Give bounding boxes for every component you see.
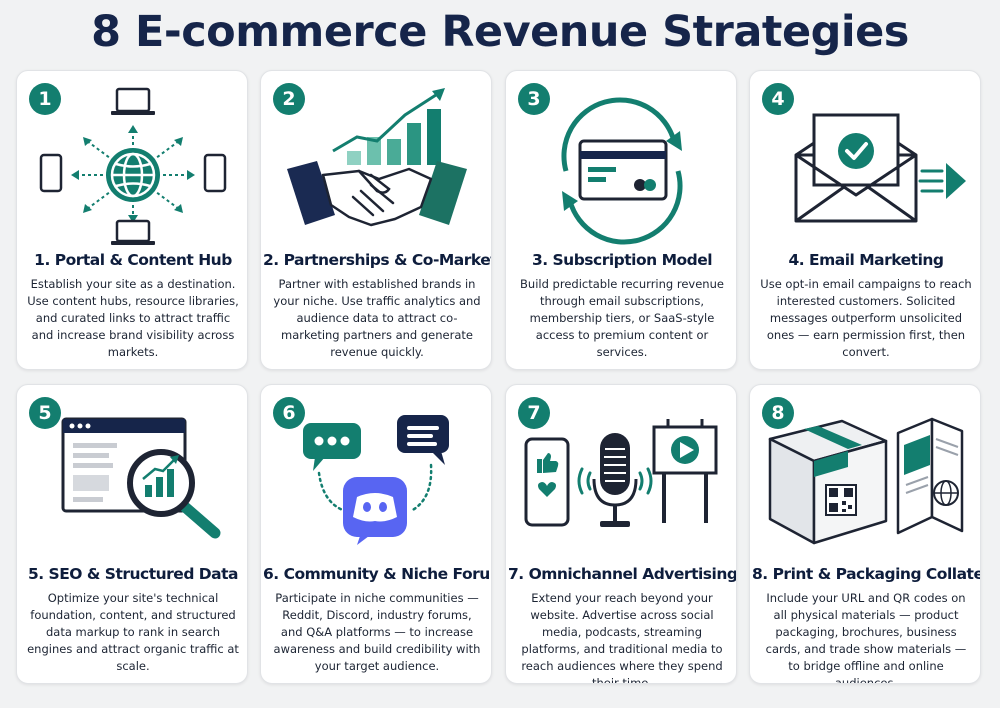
- handshake-growth-icon: [287, 88, 467, 227]
- envelope-check-icon: [794, 113, 966, 223]
- card-number-badge: 8: [762, 397, 794, 429]
- chat-bubbles-icon: [303, 415, 449, 545]
- card-number-badge: 6: [273, 397, 305, 429]
- strategy-card-print: 8 8. Print & Packaging Collateral Incl: [749, 384, 981, 684]
- strategy-card-portal: 1: [16, 70, 248, 370]
- card-description: Establish your site as a destination. Us…: [27, 277, 239, 359]
- card-title: 2. Partnerships & Co-Marketing: [263, 251, 491, 269]
- card-description: Build predictable recurring revenue thro…: [520, 277, 724, 359]
- strategy-card-seo: 5 5. SEO & Structured Data Optimize your…: [16, 384, 248, 684]
- card-number-badge: 2: [273, 83, 305, 115]
- strategy-card-subscription: 3 3. Subscription Model Build predictabl…: [505, 70, 737, 370]
- card-title: 6. Community & Niche Forums: [263, 565, 492, 583]
- strategy-card-email: 4 4. Email Marketing Use opt-in email ca…: [749, 70, 981, 370]
- card-description: Partner with established brands in your …: [273, 277, 481, 359]
- card-description: Optimize your site's technical foundatio…: [27, 591, 239, 673]
- card-number-badge: 7: [518, 397, 550, 429]
- card-title: 8. Print & Packaging Collateral: [752, 565, 981, 583]
- card-number-badge: 5: [29, 397, 61, 429]
- omnichannel-media-icon: [524, 419, 718, 527]
- box-brochure-icon: [768, 417, 964, 545]
- strategy-card-omnichannel: 7 7. Omnichannel Advertising Extend your…: [505, 384, 737, 684]
- globe-devices-icon: [39, 87, 227, 245]
- card-description: Participate in niche communities — Reddi…: [273, 591, 481, 673]
- card-title: 1. Portal & Content Hub: [34, 251, 232, 269]
- magnifier-chart-icon: [61, 417, 221, 539]
- card-description: Use opt-in email campaigns to reach inte…: [760, 277, 972, 359]
- page-title: 8 E-commerce Revenue Strategies: [91, 7, 909, 57]
- card-description: Extend your reach beyond your website. A…: [521, 591, 723, 684]
- strategy-card-partnerships: 2 2. Partnerships & Co-Marketing Partner…: [260, 70, 492, 370]
- card-number-badge: 3: [518, 83, 550, 115]
- recurring-card-icon: [561, 97, 683, 245]
- card-title: 7. Omnichannel Advertising: [508, 565, 737, 583]
- card-number-badge: 4: [762, 83, 794, 115]
- card-title: 3. Subscription Model: [531, 251, 713, 269]
- strategy-card-community: 6 6. Community & Niche Forums Participat…: [260, 384, 492, 684]
- card-title: 4. Email Marketing: [788, 251, 944, 269]
- card-description: Include your URL and QR codes on all phy…: [765, 591, 967, 684]
- card-number-badge: 1: [29, 83, 61, 115]
- card-title: 5. SEO & Structured Data: [27, 565, 239, 583]
